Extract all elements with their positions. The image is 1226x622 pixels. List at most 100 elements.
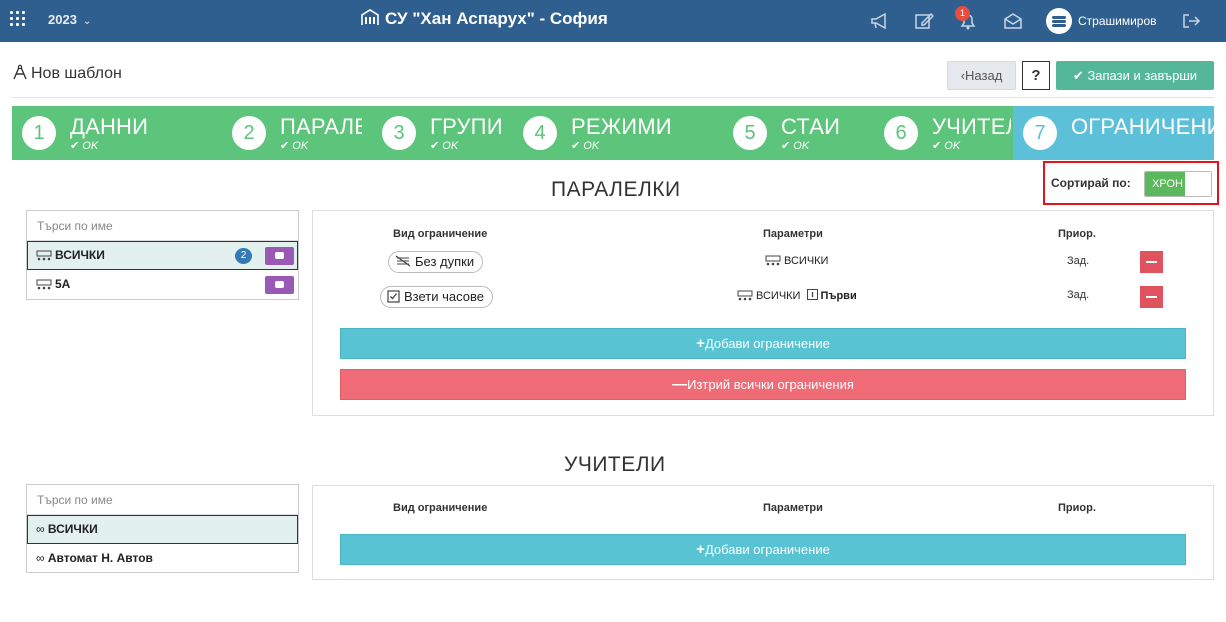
class-group-icon	[737, 290, 753, 301]
no-gaps-icon	[395, 255, 411, 267]
step-label: ГРУПИ	[430, 114, 503, 139]
step-label: УЧИТЕЛИ	[932, 114, 1011, 139]
sort-control: Сортирай по: ХРОН	[1043, 161, 1219, 205]
check-icon: ✔	[571, 140, 584, 152]
robot-icon[interactable]	[265, 247, 294, 265]
step-status: ✔ OK	[781, 139, 809, 152]
step-status: ✔ OK	[932, 139, 960, 152]
chevron-left-icon: ‹	[960, 68, 966, 83]
megaphone-icon[interactable]	[870, 12, 890, 30]
robot-icon[interactable]	[265, 276, 294, 294]
teachers-list: Търси по име ∞ ВСИЧКИ ∞ Автомат Н. Автов	[26, 484, 299, 573]
step-label: СТАИ	[781, 114, 841, 139]
teachers-search-input[interactable]: Търси по име	[27, 485, 298, 515]
constraint-type-label: Без дупки	[415, 254, 475, 269]
add-button-label: Добави ограничение	[704, 542, 830, 557]
sort-label: Сортирай по:	[1051, 176, 1131, 190]
class-group-icon	[36, 279, 52, 290]
username[interactable]: Страшимиров	[1078, 14, 1157, 28]
plus-icon: +	[696, 541, 705, 558]
wizard-step-classes[interactable]: 2 ПАРАЛЕЛКИ ✔ OK	[222, 106, 362, 160]
step-number: 6	[884, 116, 918, 150]
logout-icon[interactable]	[1181, 12, 1201, 30]
add-constraint-button[interactable]: +Добави ограничение	[340, 328, 1186, 359]
constraint-type-label: Взети часове	[404, 289, 484, 304]
step-status-text: OK	[292, 140, 309, 152]
column-header-type: Вид ограничение	[393, 228, 488, 240]
delete-constraint-button[interactable]	[1140, 286, 1163, 308]
step-status: ✔ OK	[430, 139, 458, 152]
constraint-type-pill[interactable]: Без дупки	[388, 251, 484, 273]
wizard-step-groups[interactable]: 3 ГРУПИ ✔ OK	[372, 106, 504, 160]
column-header-priority: Приор.	[1058, 502, 1096, 514]
step-number: 4	[523, 116, 557, 150]
help-button[interactable]: ?	[1022, 61, 1050, 90]
step-number: 2	[232, 116, 266, 150]
teachers-section-title: УЧИТЕЛИ	[564, 453, 666, 476]
delete-all-label: Изтрий всички ограничения	[687, 377, 854, 392]
check-icon: ✔	[280, 140, 293, 152]
check-icon: ✔	[1072, 68, 1088, 83]
step-status-text: OK	[793, 140, 810, 152]
page-title: Нов шаблон	[12, 64, 122, 83]
avatar[interactable]	[1046, 8, 1072, 34]
minus-icon: —	[672, 376, 688, 393]
classes-constraints-panel: Вид ограничение Параметри Приор. Без дуп…	[312, 210, 1214, 416]
step-number: 3	[382, 116, 416, 150]
envelope-icon[interactable]	[1003, 12, 1023, 30]
delete-constraint-button[interactable]	[1140, 251, 1163, 273]
step-label: ДАННИ	[70, 114, 149, 139]
delete-all-constraints-button[interactable]: —Изтрий всички ограничения	[340, 369, 1186, 400]
list-item-label: 5А	[55, 277, 71, 291]
column-header-params: Параметри	[763, 228, 823, 240]
school-title: СУ "Хан Аспарух" - София	[360, 8, 608, 29]
step-status: ✔ OK	[571, 139, 599, 152]
year-selector[interactable]: 2023 ⌄	[48, 12, 91, 27]
page-title-text: Нов шаблон	[31, 65, 122, 82]
list-item-class-5a[interactable]: 5А	[27, 270, 298, 299]
step-label: ОГРАНИЧЕНИЯ	[1071, 114, 1214, 139]
constraint-params: ВСИЧКИ Първи	[737, 289, 857, 302]
wizard-step-data[interactable]: 1 ДАННИ ✔ OK	[12, 106, 222, 160]
check-icon: ✔	[430, 140, 443, 152]
notification-badge: 1	[955, 6, 970, 21]
save-and-finish-button[interactable]: ✔ Запази и завърши	[1056, 61, 1214, 90]
step-status-text: OK	[82, 140, 99, 152]
step-number: 5	[733, 116, 767, 150]
wizard-steps: 1 ДАННИ ✔ OK 2 ПАРАЛЕЛКИ ✔ OK 3 ГРУПИ ✔ …	[12, 106, 1214, 160]
checkbox-icon	[387, 290, 400, 303]
list-item-label: Автомат Н. Автов	[47, 551, 153, 565]
constraint-type-pill[interactable]: Взети часове	[380, 286, 493, 308]
step-status-text: OK	[442, 140, 459, 152]
year-label: 2023	[48, 12, 77, 27]
classes-search-input[interactable]: Търси по име	[27, 211, 298, 241]
wizard-step-teachers[interactable]: 6 УЧИТЕЛИ ✔ OK	[874, 106, 1011, 160]
wizard-step-rooms[interactable]: 5 СТАИ ✔ OK	[723, 106, 873, 160]
glasses-icon: ∞	[36, 551, 48, 565]
save-button-label: Запази и завърши	[1087, 68, 1198, 83]
edit-icon[interactable]	[914, 12, 934, 30]
apps-grid-icon[interactable]	[10, 11, 26, 27]
back-button[interactable]: ‹Назад	[947, 61, 1016, 90]
sort-toggle[interactable]: ХРОН	[1144, 171, 1212, 197]
chevron-down-icon: ⌄	[82, 16, 92, 27]
teachers-constraints-panel: Вид ограничение Параметри Приор. +Добави…	[312, 485, 1214, 580]
count-badge: 2	[235, 248, 252, 264]
param-target: ВСИЧКИ	[784, 255, 829, 267]
list-item-all-teachers[interactable]: ∞ ВСИЧКИ	[27, 515, 298, 544]
step-number: 1	[22, 116, 56, 150]
step-number: 7	[1023, 116, 1057, 150]
check-icon: ✔	[932, 140, 945, 152]
param-extra: Първи	[820, 290, 857, 302]
school-name: СУ "Хан Аспарух" - София	[385, 9, 608, 28]
divider	[12, 97, 1214, 98]
step-status-text: OK	[944, 140, 961, 152]
wizard-step-constraints[interactable]: 7 ОГРАНИЧЕНИЯ	[1013, 106, 1214, 160]
constraint-params: ВСИЧКИ	[765, 255, 828, 267]
add-constraint-button[interactable]: +Добави ограничение	[340, 534, 1186, 565]
wizard-step-regimes[interactable]: 4 РЕЖИМИ ✔ OK	[513, 106, 721, 160]
step-label: ПАРАЛЕЛКИ	[280, 114, 362, 139]
info-icon	[806, 289, 818, 300]
list-item-all-classes[interactable]: ВСИЧКИ 2	[27, 241, 298, 270]
list-item-teacher[interactable]: ∞ Автомат Н. Автов	[27, 544, 298, 573]
